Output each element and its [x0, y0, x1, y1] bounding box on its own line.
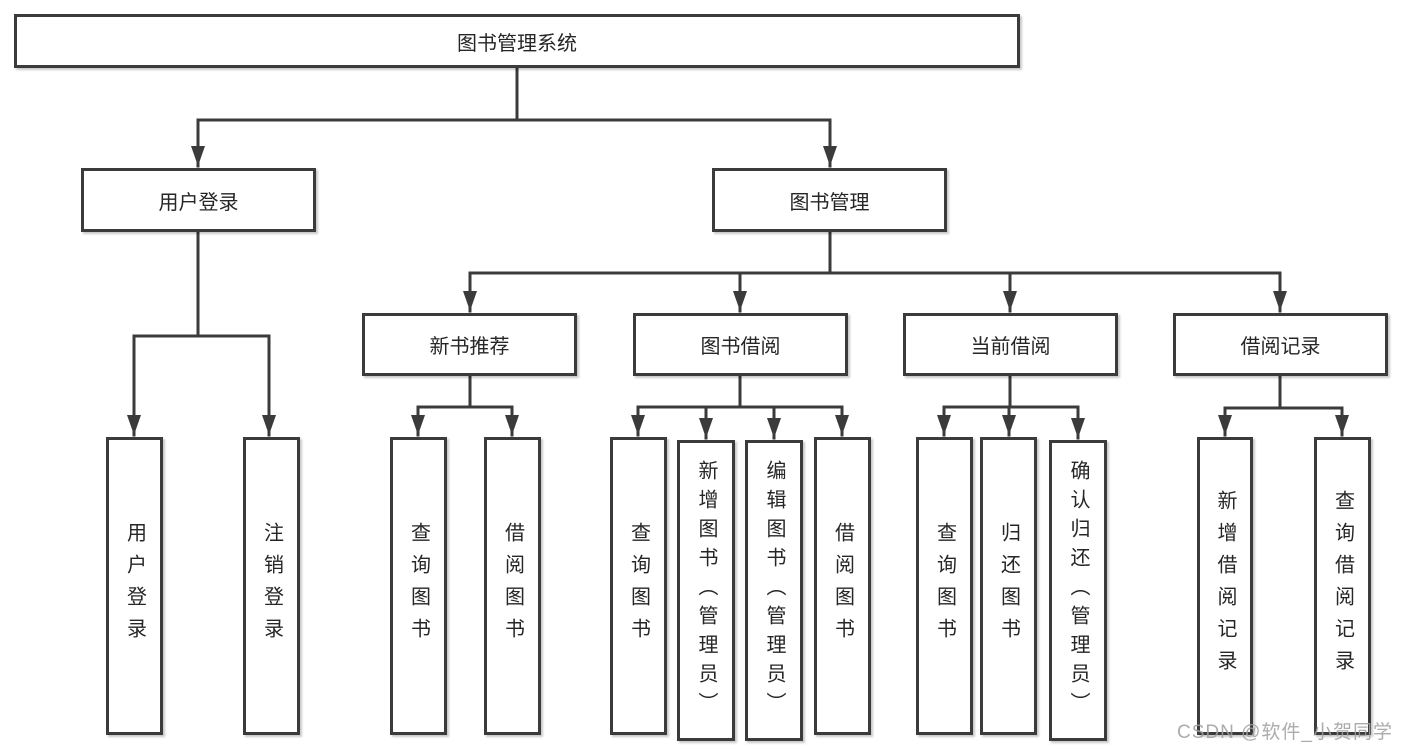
node-user-login: 用户登录 — [81, 168, 316, 232]
leaf-logout-label: 注销登录 — [260, 522, 283, 650]
node-user-login-label: 用户登录 — [158, 191, 239, 214]
leaf-query-borrow-record-label: 查询借阅记录 — [1331, 490, 1354, 682]
leaf-query-books-recommend: 查询图书 — [390, 437, 447, 735]
node-new-book-recommend: 新书推荐 — [362, 313, 577, 376]
leaf-query-books-recommend-label: 查询图书 — [407, 522, 430, 650]
leaf-return-books-label: 归还图书 — [997, 522, 1020, 650]
leaf-borrow-books: 借阅图书 — [814, 437, 871, 735]
leaf-borrow-books-label: 借阅图书 — [831, 522, 854, 650]
leaf-add-books-admin: 新增图书（管理员） — [677, 440, 735, 741]
leaf-query-books-current: 查询图书 — [916, 437, 973, 735]
leaf-query-books-borrow-label: 查询图书 — [627, 522, 650, 650]
leaf-edit-books-admin-label: 编辑图书（管理员） — [763, 460, 785, 721]
node-borrowing-records: 借阅记录 — [1173, 313, 1388, 376]
leaf-logout: 注销登录 — [243, 437, 300, 735]
leaf-borrow-books-recommend: 借阅图书 — [484, 437, 541, 735]
leaf-confirm-return-admin: 确认归还（管理员） — [1049, 440, 1107, 741]
leaf-add-borrow-record-label: 新增借阅记录 — [1214, 490, 1236, 682]
node-root-system: 图书管理系统 — [14, 14, 1020, 68]
leaf-user-login: 用户登录 — [106, 437, 163, 735]
node-book-borrowing: 图书借阅 — [633, 313, 848, 376]
leaf-confirm-return-admin-label: 确认归还（管理员） — [1067, 460, 1089, 721]
leaf-return-books: 归还图书 — [980, 437, 1037, 735]
leaf-borrow-books-recommend-label: 借阅图书 — [501, 522, 524, 650]
node-current-borrowing-label: 当前借阅 — [970, 336, 1051, 358]
node-borrowing-records-label: 借阅记录 — [1240, 336, 1321, 358]
leaf-query-borrow-record: 查询借阅记录 — [1314, 437, 1371, 735]
leaf-user-login-label: 用户登录 — [123, 522, 146, 650]
node-new-book-recommend-label: 新书推荐 — [429, 336, 510, 358]
csdn-watermark: CSDN @软件_小贺同学 — [1177, 722, 1393, 743]
leaf-add-books-admin-label: 新增图书（管理员） — [695, 460, 717, 721]
node-book-management-label: 图书管理 — [789, 191, 870, 214]
node-root-label: 图书管理系统 — [457, 32, 577, 55]
leaf-query-books-borrow: 查询图书 — [610, 437, 667, 735]
leaf-query-books-current-label: 查询图书 — [933, 522, 956, 650]
leaf-edit-books-admin: 编辑图书（管理员） — [745, 440, 803, 741]
node-book-borrowing-label: 图书借阅 — [700, 336, 781, 358]
node-current-borrowing: 当前借阅 — [903, 313, 1118, 376]
node-book-management: 图书管理 — [712, 168, 947, 232]
leaf-add-borrow-record: 新增借阅记录 — [1197, 437, 1253, 735]
